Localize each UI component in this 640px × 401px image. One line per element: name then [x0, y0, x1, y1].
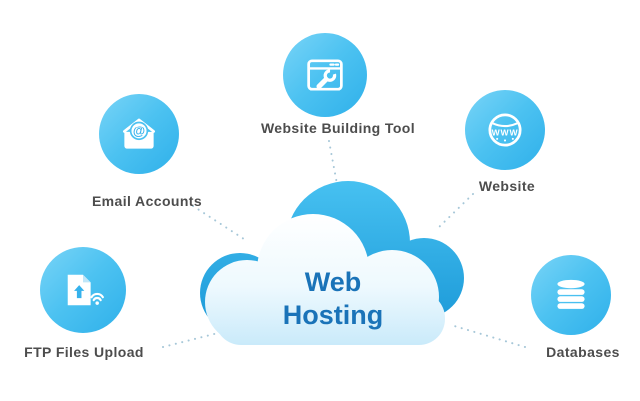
node-website: WWW: [465, 90, 545, 170]
connector-website-to-cloud: [436, 193, 474, 230]
browser-wrench-icon: [307, 59, 343, 91]
svg-text:@: @: [133, 124, 145, 138]
node-label-databases: Databases: [546, 344, 620, 360]
node-databases: [531, 255, 611, 335]
database-stack-icon: [557, 279, 585, 309]
node-label-ftp-files-upload: FTP Files Upload: [24, 344, 144, 360]
connector-databases-to-cloud: [450, 324, 526, 348]
node-email-accounts: @: [99, 94, 179, 174]
node-label-website: Website: [478, 178, 536, 194]
node-label-email-accounts: Email Accounts: [91, 193, 203, 209]
node-label-website-building-tool: Website Building Tool: [260, 120, 416, 136]
node-ftp-files-upload: [40, 247, 126, 333]
svg-text:WWW: WWW: [492, 128, 519, 138]
connector-email-to-cloud: [192, 205, 248, 242]
diagram-title-line1: Web: [305, 267, 362, 297]
front-cloud-shape: [205, 214, 445, 345]
www-globe-icon: WWW: [488, 113, 522, 147]
email-at-icon: @: [123, 118, 155, 149]
file-upload-wifi-icon: [67, 274, 104, 306]
node-website-building-tool: [283, 33, 367, 117]
connector-builder-to-cloud: [328, 140, 338, 185]
diagram-title-line2: Hosting: [283, 300, 384, 330]
